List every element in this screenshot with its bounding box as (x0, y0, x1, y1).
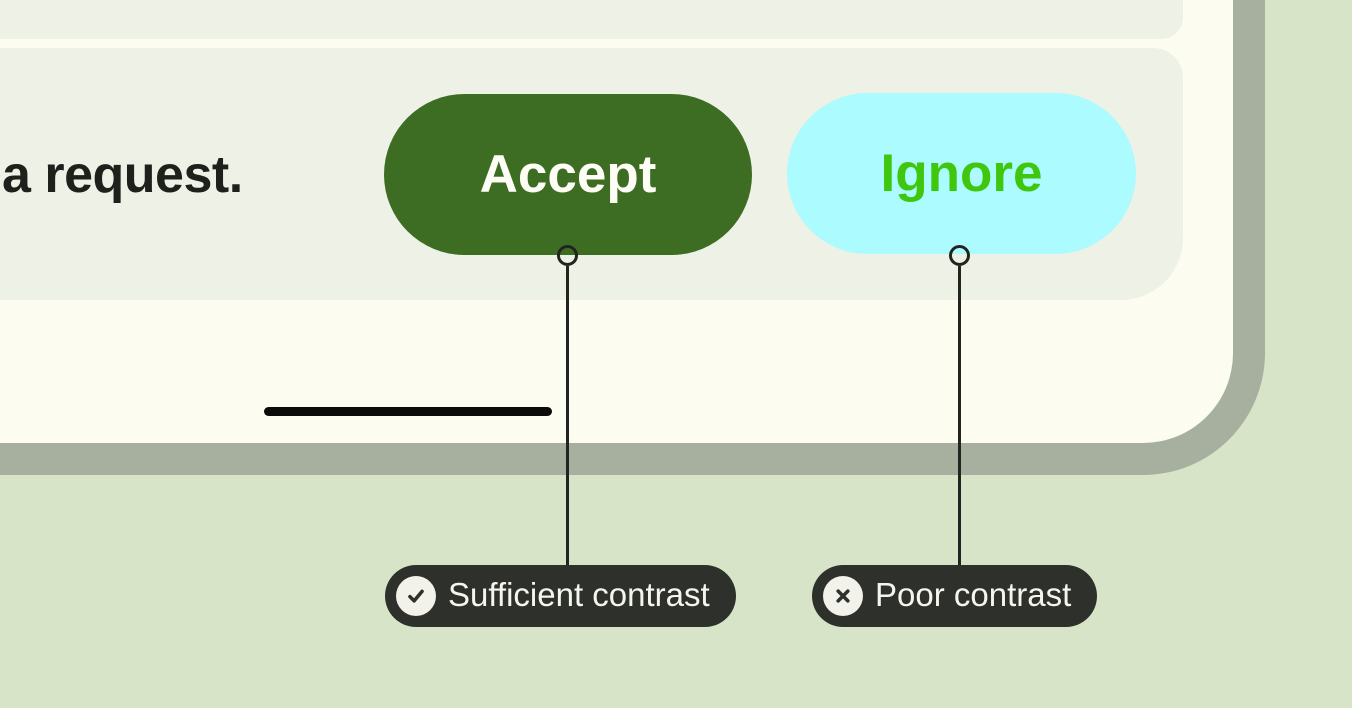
accept-button[interactable]: Accept (384, 94, 752, 255)
home-indicator-bar (264, 407, 552, 416)
ignore-button[interactable]: Ignore (787, 93, 1136, 254)
annotation-label: Sufficient contrast (448, 576, 710, 613)
annotation-sufficient-contrast: Sufficient contrast (385, 565, 736, 627)
annotation-label: Poor contrast (875, 576, 1072, 613)
connector-dot-accept (557, 245, 578, 266)
ignore-button-label: Ignore (880, 144, 1043, 203)
x-icon (823, 576, 863, 616)
connector-line-accept (566, 266, 569, 566)
notification-card-top (0, 0, 1183, 39)
check-icon (396, 576, 436, 616)
connector-dot-ignore (949, 245, 970, 266)
connector-line-ignore (958, 266, 961, 566)
accept-button-label: Accept (479, 145, 657, 204)
notification-text: a request. (2, 146, 243, 204)
annotation-poor-contrast: Poor contrast (812, 565, 1098, 627)
